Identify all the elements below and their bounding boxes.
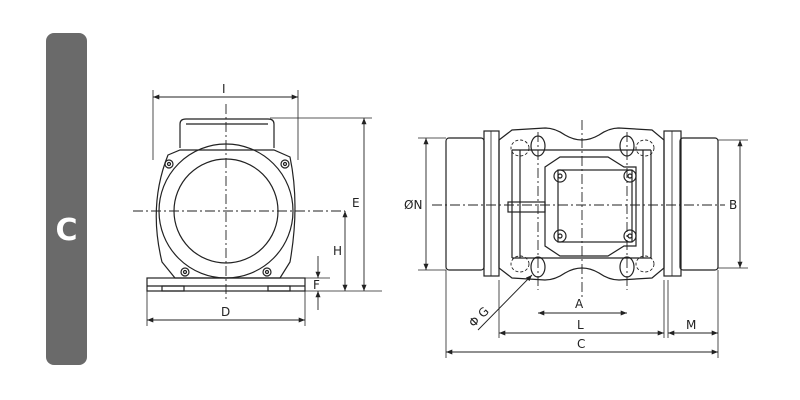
label-m: M — [686, 318, 696, 332]
label-e: E — [352, 196, 360, 210]
label-f: F — [313, 278, 320, 292]
label-h: H — [333, 244, 342, 258]
label-l: L — [577, 318, 584, 332]
label-c: C — [577, 337, 585, 351]
label-a: A — [575, 297, 584, 311]
label-b: B — [729, 198, 737, 212]
label-g: Φ G — [466, 304, 492, 330]
label-d: D — [221, 305, 230, 319]
section-tab: C — [46, 33, 87, 365]
section-letter: C — [55, 213, 78, 248]
label-n: ØN — [404, 198, 422, 212]
label-i: I — [222, 82, 226, 96]
side-view — [418, 120, 748, 358]
front-view — [133, 90, 382, 326]
